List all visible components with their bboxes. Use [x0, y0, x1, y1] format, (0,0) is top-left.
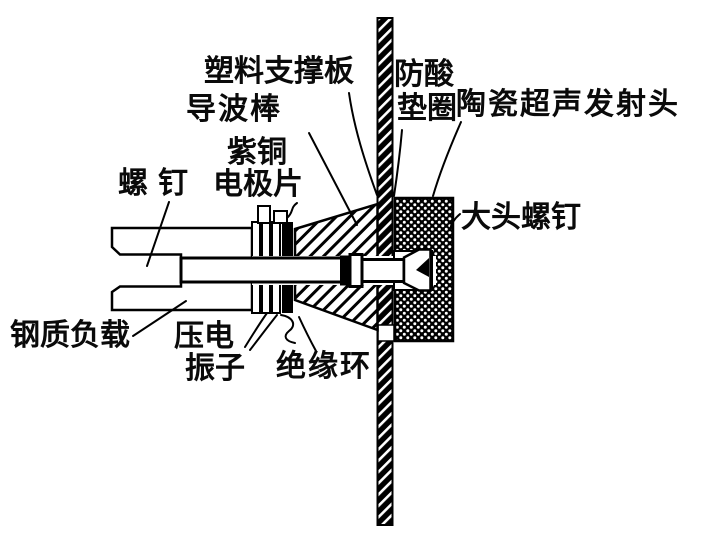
big-head-screw-shaft	[360, 258, 406, 283]
leader-piezo-1	[244, 312, 268, 348]
leader-copper-electrode	[286, 202, 298, 219]
label-copper-line1: 紫铜	[227, 136, 287, 169]
leader-ceramic-emitter	[432, 121, 462, 197]
leader-plastic-support-plate	[348, 92, 378, 196]
leader-insulation-ring-2	[298, 316, 317, 352]
electrode-tab-1	[257, 205, 271, 224]
label-big-head-screw: 大头螺钉	[461, 201, 581, 234]
screw-shaft-end-cap	[340, 255, 350, 286]
label-waveguide-rod: 导波棒	[186, 93, 282, 126]
label-screw: 螺钉	[118, 167, 198, 200]
leader-acid-proof-washer	[393, 129, 403, 197]
leader-big-head-screw	[449, 213, 461, 231]
thread-socket	[348, 253, 364, 288]
label-piezo-line1: 压电	[174, 320, 234, 353]
screw-shaft	[179, 256, 344, 284]
leader-waveguide-rod	[308, 132, 358, 226]
label-acid-proof-line2: 垫圈	[397, 92, 457, 125]
label-piezo-line2: 振子	[185, 352, 245, 385]
leader-insulation-ring-1	[280, 314, 296, 344]
label-ceramic-emitter: 陶瓷超声发射头	[456, 88, 680, 121]
leader-piezo-2	[249, 314, 278, 351]
label-copper-line2: 电极片	[213, 168, 303, 201]
label-plastic-support-plate: 塑料支撑板	[204, 55, 354, 88]
label-acid-proof-line1: 防酸	[394, 58, 454, 91]
label-steel-load: 钢质负载	[10, 319, 130, 352]
label-insulation-ring: 绝缘环	[276, 350, 372, 383]
big-head-screw-recess	[416, 258, 429, 277]
leader-steel-load	[132, 300, 187, 337]
leader-screw	[146, 201, 170, 267]
electrode-tab-2	[273, 210, 288, 224]
acid-proof-washer-section	[377, 324, 395, 342]
